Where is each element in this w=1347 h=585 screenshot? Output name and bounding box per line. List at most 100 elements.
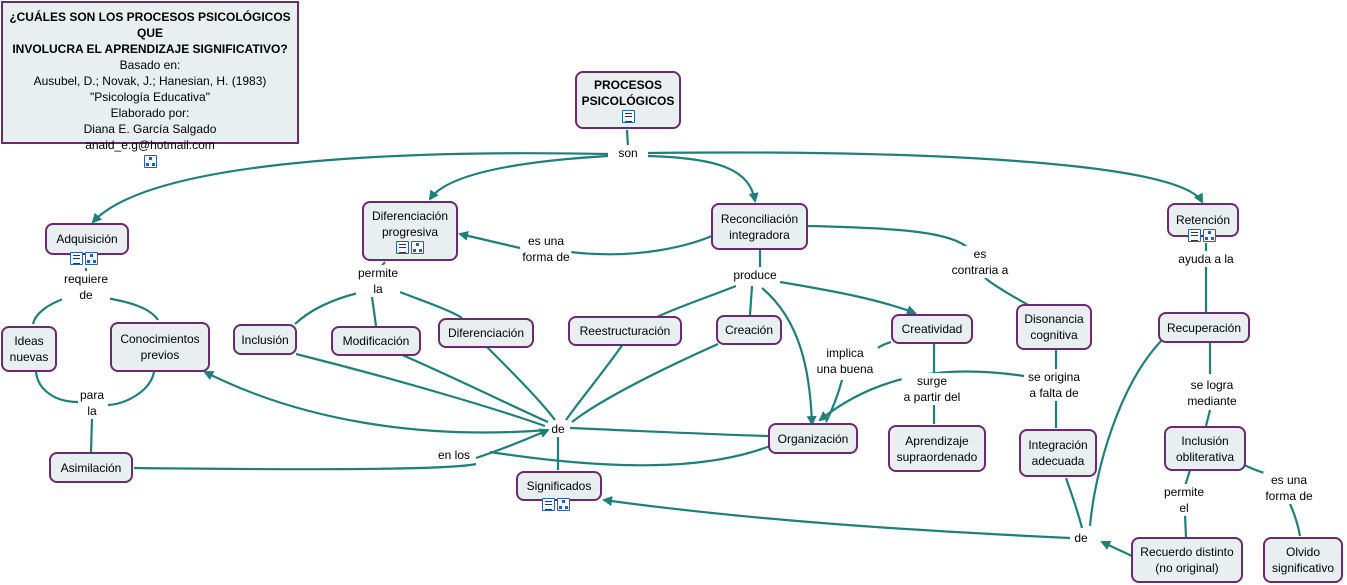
info-line-3: "Psicología Educativa" (90, 90, 210, 104)
link-organizacion-enlos (489, 444, 771, 467)
link-esunaforma-olvido (1288, 503, 1302, 537)
node-label: Modificación (342, 334, 410, 348)
link-diferenciacion-de (485, 345, 556, 421)
note-icon[interactable] (396, 241, 409, 254)
link-conocimientos-para (107, 371, 156, 407)
info-box: ¿CUÁLES SON LOS PROCESOS PSICOLÓGICOS QU… (1, 1, 299, 168)
link-requiere-conocimientos (105, 296, 159, 321)
node-creatividad[interactable]: Creatividad (891, 314, 973, 344)
node-retencion[interactable]: Retención (1167, 203, 1239, 237)
submap-icon[interactable] (143, 155, 157, 168)
node-label: PROCESOS PSICOLÓGICOS (581, 78, 675, 108)
node-label: Adquisición (56, 232, 118, 246)
node-label: Recuerdo distinto (no original) (1140, 545, 1234, 575)
node-label: Retención (1175, 213, 1231, 227)
link-label-surge-a-partir-del: surge a partir del (901, 373, 963, 405)
link-recuerdo-de (1100, 540, 1133, 557)
node-label: Creación (724, 323, 774, 337)
node-asimilacion[interactable]: Asimilación (49, 452, 133, 483)
link-son-reconciliacion (647, 154, 759, 203)
link-enlos-de (475, 428, 550, 460)
node-reconciliacion[interactable]: Reconciliación integradora (711, 203, 808, 250)
link-produce-creacion (748, 285, 754, 316)
link-inclusionob-permite (1183, 469, 1192, 487)
link-label-es-una-forma-de: es una forma de (520, 233, 572, 265)
node-significados[interactable]: Significados (516, 471, 602, 501)
node-label: Diferenciación progresiva (371, 209, 449, 239)
node-inclusion-obliterativa[interactable]: Inclusión obliterativa (1164, 426, 1246, 471)
node-creacion[interactable]: Creación (716, 315, 782, 345)
node-aprendizaje-supraordenado[interactable]: Aprendizaje supraordenado (888, 425, 986, 472)
node-label: Creatividad (901, 322, 963, 336)
submap-icon[interactable] (85, 252, 98, 265)
link-reconciliacion-escontraria (807, 224, 971, 251)
node-integracion-adecuada[interactable]: Integración adecuada (1019, 429, 1097, 477)
node-label: Integración adecuada (1028, 438, 1088, 468)
link-label-requiere-de: requiere de (61, 271, 111, 303)
retencion-icons (1188, 229, 1216, 242)
link-son-diferenciacion (428, 154, 609, 201)
link-asimilacion-de (133, 462, 477, 471)
node-ideas-nuevas[interactable]: Ideas nuevas (1, 326, 57, 372)
link-label-ayuda-a-la: ayuda a la (1176, 251, 1236, 267)
note-icon[interactable] (542, 498, 555, 511)
link-organizacion-de (569, 426, 769, 438)
node-organizacion[interactable]: Organización (768, 423, 858, 454)
note-icon[interactable] (1188, 229, 1201, 242)
node-adquisicion[interactable]: Adquisición (45, 223, 129, 255)
link-label-son: son (616, 145, 640, 161)
submap-icon[interactable] (411, 241, 424, 254)
node-disonancia[interactable]: Disonancia cognitiva (1016, 304, 1092, 350)
node-label: Ideas nuevas (9, 334, 49, 364)
info-title: ¿CUÁLES SON LOS PROCESOS PSICOLÓGICOS QU… (9, 10, 291, 56)
note-icon[interactable] (70, 252, 83, 265)
link-esunaforma-diferenciacion (458, 230, 521, 250)
link-label-se-logra-mediante: se logra mediante (1185, 377, 1239, 409)
link-son-retencion (647, 151, 1203, 204)
node-diferenciacion-progresiva[interactable]: Diferenciación progresiva (362, 201, 458, 261)
link-de-conocimientos (203, 371, 549, 434)
link-reconciliacion-esunaforma (569, 234, 713, 256)
link-reestructuracion-de (565, 343, 624, 421)
node-label: Aprendizaje supraordenado (896, 433, 978, 464)
link-implica-organizacion (825, 379, 844, 423)
node-reestructuracion[interactable]: Reestructuración (568, 316, 682, 346)
node-icons (621, 110, 635, 123)
link-selogra-inclusion (1204, 409, 1212, 427)
submap-icon[interactable] (1203, 229, 1216, 242)
node-conocimientos-previos[interactable]: Conocimientos previos (110, 322, 210, 372)
node-recuperacion[interactable]: Recuperación (1158, 312, 1250, 343)
node-label: Disonancia cognitiva (1024, 312, 1084, 342)
link-de-significados (602, 496, 1071, 540)
link-recuperacion-de (1088, 335, 1167, 527)
node-label: Organización (777, 431, 849, 446)
node-recuerdo-distinto[interactable]: Recuerdo distinto (no original) (1131, 537, 1243, 583)
adquisicion-icons (70, 252, 98, 265)
node-inclusion[interactable]: Inclusión (233, 324, 297, 355)
link-label-para-la: para la (77, 387, 107, 419)
node-label: Recuperación (1166, 320, 1242, 335)
link-label-se-origina-a-falta-de: se origina a falta de (1025, 369, 1083, 401)
link-modificacion-de (399, 352, 549, 424)
link-label-es-contraria-a: es contraria a (949, 246, 1011, 278)
link-creacion-de (571, 342, 719, 423)
node-icons (396, 241, 424, 254)
info-line-1: Basado en: (119, 58, 181, 72)
link-permite-modificacion (370, 296, 378, 327)
link-produce-organizacion (761, 287, 817, 426)
link-label-es-una-forma-de-2: es una forma de (1263, 472, 1315, 504)
link-label-en-los: en los (435, 447, 473, 463)
node-modificacion[interactable]: Modificación (331, 326, 421, 356)
info-line-4: Elaborado por: (110, 106, 190, 120)
node-olvido-significativo[interactable]: Olvido significativo (1263, 537, 1343, 583)
info-line-2: Ausubel, D.; Novak, J.; Hanesian, H. (19… (33, 74, 267, 88)
submap-icon[interactable] (557, 498, 570, 511)
note-icon[interactable] (621, 110, 635, 123)
link-permite-recuerdo (1183, 513, 1188, 539)
link-label-implica-una-buena: implica una buena (814, 345, 876, 377)
link-label-produce: produce (731, 267, 779, 283)
node-label: Inclusión (241, 332, 289, 347)
link-produce-reestructuracion (654, 284, 737, 319)
node-diferenciacion[interactable]: Diferenciación (438, 318, 534, 348)
node-procesos[interactable]: PROCESOS PSICOLÓGICOS (575, 71, 681, 129)
